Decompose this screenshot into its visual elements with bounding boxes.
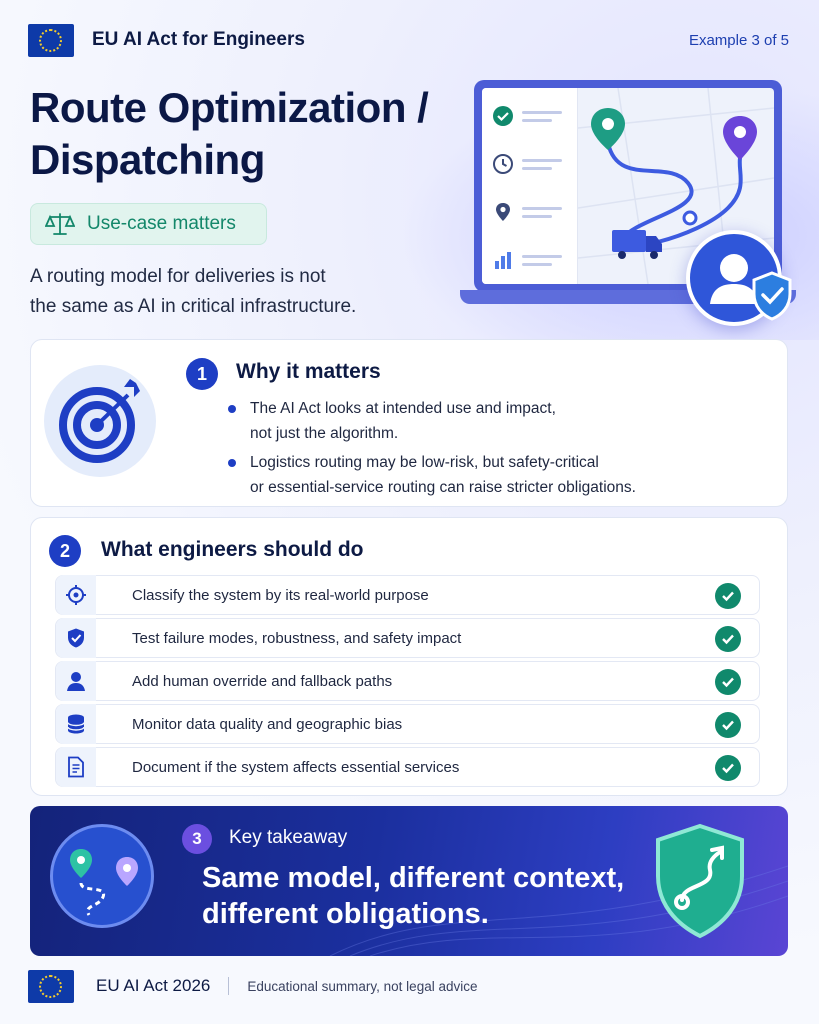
actions-heading: What engineers should do — [101, 538, 364, 561]
dashboard-row — [492, 102, 572, 130]
takeaway-statement: Same model, different context, different… — [202, 860, 662, 932]
list-item: Classify the system by its real-world pu… — [55, 575, 760, 615]
why-bullets: The AI Act looks at intended use and imp… — [228, 396, 768, 504]
dashboard-row — [492, 198, 572, 226]
clock-icon — [493, 154, 513, 174]
route-map-icon — [50, 824, 154, 928]
action-label: Test failure modes, robustness, and safe… — [132, 629, 462, 647]
use-case-badge: Use-case matters — [30, 203, 267, 245]
check-circle-icon — [493, 106, 513, 126]
shield-check-icon — [752, 271, 792, 321]
balance-scale-icon — [45, 213, 75, 235]
section-number: 3 — [182, 824, 212, 854]
route-map — [578, 88, 774, 284]
action-label: Add human override and fallback paths — [132, 672, 393, 690]
action-label: Document if the system affects essential… — [132, 758, 460, 776]
page-title: Route Optimization / Dispatching — [30, 82, 470, 186]
list-item: Document if the system affects essential… — [55, 747, 760, 787]
check-circle-icon — [715, 626, 741, 652]
section-number: 1 — [186, 358, 218, 390]
check-circle-icon — [715, 669, 741, 695]
why-it-matters-card: 1 Why it matters The AI Act looks at int… — [30, 339, 788, 507]
bullet-line: or essential-service routing can raise s… — [250, 479, 636, 496]
document-icon — [56, 747, 96, 787]
target-icon — [44, 365, 156, 477]
header: EU AI Act for Engineers Example 3 of 5 — [28, 22, 789, 58]
engineers-actions-card: 2 What engineers should do Classify the … — [30, 517, 788, 796]
crosshair-icon — [56, 575, 96, 615]
list-item: Add human override and fallback paths — [55, 661, 760, 701]
brand-title: EU AI Act for Engineers — [92, 29, 305, 50]
lead-line-1: A routing model for deliveries is not — [30, 266, 326, 287]
takeaway-label: Key takeaway — [229, 827, 348, 848]
badge-label: Use-case matters — [87, 213, 236, 234]
footer-disclaimer: Educational summary, not legal advice — [247, 978, 478, 994]
bullet-line: Logistics routing may be low-risk, but s… — [250, 454, 599, 471]
shield-icon — [56, 618, 96, 658]
eu-flag-icon — [28, 969, 74, 1003]
example-counter: Example 3 of 5 — [688, 31, 789, 49]
bar-chart-icon — [495, 252, 511, 269]
takeaway-line-2: different obligations. — [202, 898, 489, 930]
footer: EU AI Act 2026 Educational summary, not … — [28, 968, 788, 1004]
takeaway-line-1: Same model, different context, — [202, 862, 625, 894]
check-circle-icon — [715, 755, 741, 781]
bullet-line: not just the algorithm. — [250, 425, 399, 442]
list-item: Logistics routing may be low-risk, but s… — [228, 450, 768, 500]
hero-illustration — [460, 80, 800, 326]
check-circle-icon — [715, 583, 741, 609]
page-title-line-2: Dispatching — [30, 136, 265, 183]
laptop-illustration — [474, 80, 782, 292]
why-heading: Why it matters — [236, 360, 381, 383]
action-label: Classify the system by its real-world pu… — [132, 586, 429, 604]
eu-flag-icon — [28, 23, 74, 57]
dashboard-sidebar — [482, 88, 578, 284]
shield-route-icon — [656, 823, 744, 939]
action-list: Classify the system by its real-world pu… — [55, 575, 760, 790]
database-icon — [56, 704, 96, 744]
list-item: The AI Act looks at intended use and imp… — [228, 396, 768, 446]
footer-title: EU AI Act 2026 — [96, 976, 211, 995]
dashboard-row — [492, 246, 572, 274]
person-icon — [56, 661, 96, 701]
laptop-screen — [482, 88, 774, 284]
list-item: Test failure modes, robustness, and safe… — [55, 618, 760, 658]
lead-line-2: the same as AI in critical infrastructur… — [30, 296, 357, 317]
check-circle-icon — [715, 712, 741, 738]
list-item: Monitor data quality and geographic bias — [55, 704, 760, 744]
footer-divider — [228, 977, 230, 995]
page-title-line-1: Route Optimization / — [30, 84, 429, 131]
action-label: Monitor data quality and geographic bias — [132, 715, 403, 733]
bullet-line: The AI Act looks at intended use and imp… — [250, 400, 556, 417]
location-pin-icon — [496, 203, 510, 221]
truck-icon — [612, 230, 662, 259]
key-takeaway-banner: 3 Key takeaway Same model, different con… — [30, 806, 788, 956]
section-number: 2 — [49, 535, 81, 567]
dashboard-row — [492, 150, 572, 178]
lead-text: A routing model for deliveries is not th… — [30, 262, 410, 322]
